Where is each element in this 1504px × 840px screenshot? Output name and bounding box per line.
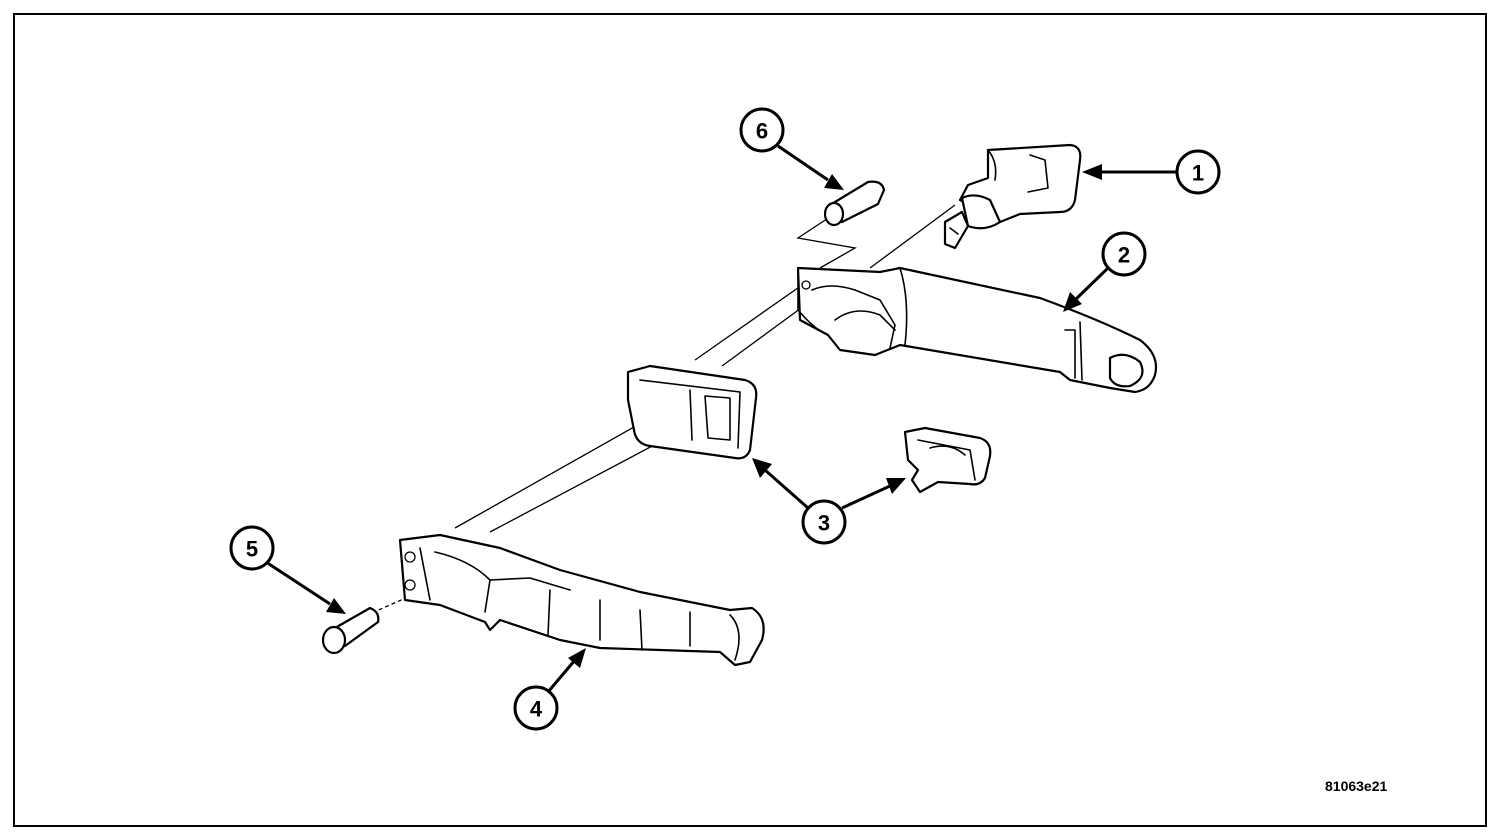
- callout-3: 3: [752, 458, 906, 545]
- callout-6: 6: [739, 107, 844, 190]
- callout-4: 4: [513, 648, 586, 731]
- lock-cylinder-part: [943, 143, 1082, 250]
- callout-3-label: 3: [818, 511, 830, 536]
- callout-2: 2: [1063, 231, 1147, 312]
- rear-gasket-part: [903, 426, 992, 494]
- handle-bracket-part: [398, 533, 765, 667]
- callout-5: 5: [229, 525, 346, 614]
- figure-id: 81063e21: [1325, 778, 1388, 794]
- outside-door-handle-part: [796, 266, 1158, 394]
- callout-6-label: 6: [756, 119, 768, 144]
- front-gasket-part: [626, 364, 758, 460]
- callout-2-label: 2: [1118, 243, 1130, 268]
- callout-1-label: 1: [1192, 161, 1204, 186]
- screw-5-part: [321, 606, 380, 655]
- screw-6-part: [823, 180, 886, 227]
- callout-1: 1: [1082, 149, 1221, 195]
- callout-5-label: 5: [246, 537, 258, 562]
- callout-4-label: 4: [530, 697, 543, 722]
